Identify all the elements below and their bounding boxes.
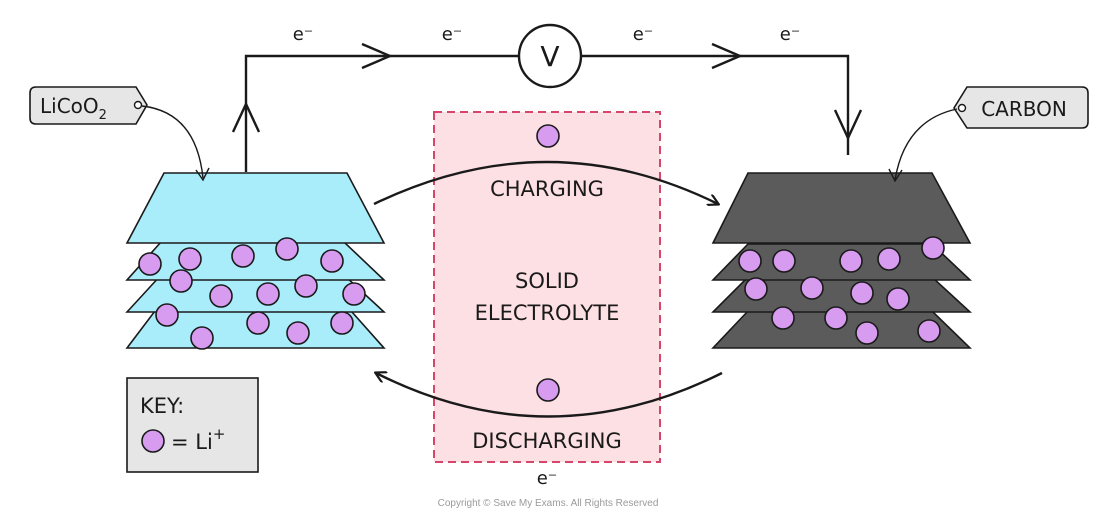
anode-tag: CARBON <box>888 86 1089 183</box>
key-equals: = Li <box>171 430 213 454</box>
lithium-ion <box>800 276 824 300</box>
copyright-notice: Copyright © Save My Exams. All Rights Re… <box>438 498 659 509</box>
lithium-ion <box>246 311 270 335</box>
lithium-ion <box>256 282 280 306</box>
charging-label: CHARGING <box>490 177 604 201</box>
lithium-ion <box>921 236 945 260</box>
cathode-layer <box>125 241 387 281</box>
lithium-ion <box>744 277 768 301</box>
electrolyte-label-line-1: SOLID <box>515 269 579 293</box>
lithium-ion <box>824 306 848 330</box>
cathode-tag-label: LiCoO2 <box>40 94 107 123</box>
lithium-ion <box>209 284 233 308</box>
lithium-ion <box>738 249 762 273</box>
electron-label: e⁻ <box>780 24 801 45</box>
anode-layer <box>711 172 972 244</box>
electrolyte-label-line-2: ELECTROLYTE <box>475 301 620 325</box>
lithium-ion <box>330 311 354 335</box>
external-circuit-wire <box>244 54 850 172</box>
electron-label: e⁻ <box>633 24 654 45</box>
lithium-ion <box>286 321 310 345</box>
anode-pointer <box>894 108 958 181</box>
electron-label: e⁻ <box>442 24 463 45</box>
voltmeter-symbol: V <box>540 40 559 73</box>
cathode-tag-subscript: 2 <box>99 108 107 123</box>
cathode-electrode <box>125 172 387 349</box>
electron-label: e⁻ <box>537 468 558 489</box>
lithium-ion <box>850 281 874 305</box>
cathode-layer <box>125 172 386 244</box>
lithium-ion <box>138 252 162 276</box>
lithium-ion <box>320 249 344 273</box>
lithium-ion <box>839 249 863 273</box>
anode-tag-label: CARBON <box>981 97 1067 121</box>
key-box: KEY: = Li+ <box>126 377 259 473</box>
lithium-ion <box>155 303 179 327</box>
lithium-ion <box>855 321 879 345</box>
lithium-ion <box>190 326 214 350</box>
lithium-ion <box>178 247 202 271</box>
chevron-right-icon <box>361 42 394 70</box>
lithium-ion <box>877 247 901 271</box>
key-title: KEY: <box>140 394 184 418</box>
chevron-down-icon <box>833 109 863 141</box>
lithium-ion <box>886 287 910 311</box>
anode-pointer-head <box>888 168 903 183</box>
lithium-ion <box>169 269 193 293</box>
cathode-tag-prefix: LiCoO <box>40 94 99 118</box>
lithium-ion <box>536 124 560 148</box>
key-ion-label: = Li+ <box>171 425 225 454</box>
cathode-ions <box>138 237 366 350</box>
voltmeter: V <box>517 23 583 89</box>
chevron-up-icon <box>231 101 261 133</box>
cathode-pointer <box>141 105 204 179</box>
lithium-ion <box>771 306 795 330</box>
electron-label: e⁻ <box>293 24 314 45</box>
key-ion-symbol <box>141 429 165 453</box>
lithium-ion <box>342 282 366 306</box>
lithium-ion <box>917 319 941 343</box>
anode-ions <box>738 236 945 345</box>
lithium-ion <box>275 237 299 261</box>
chevron-right-icon <box>711 42 744 70</box>
lithium-ion <box>536 378 560 402</box>
cathode-pointer-head <box>195 167 210 182</box>
lithium-ion <box>231 244 255 268</box>
lithium-ion <box>772 249 796 273</box>
key-superscript: + <box>213 425 226 443</box>
charging-arrow <box>373 160 718 204</box>
electron-flow-chevrons <box>231 42 863 141</box>
discharging-label: DISCHARGING <box>472 429 622 453</box>
discharging-arrow <box>376 373 723 418</box>
electron-labels: e⁻ e⁻ e⁻ e⁻ e⁻ <box>293 24 801 489</box>
cathode-tag: LiCoO2 <box>29 86 210 182</box>
lithium-ion <box>294 274 318 298</box>
